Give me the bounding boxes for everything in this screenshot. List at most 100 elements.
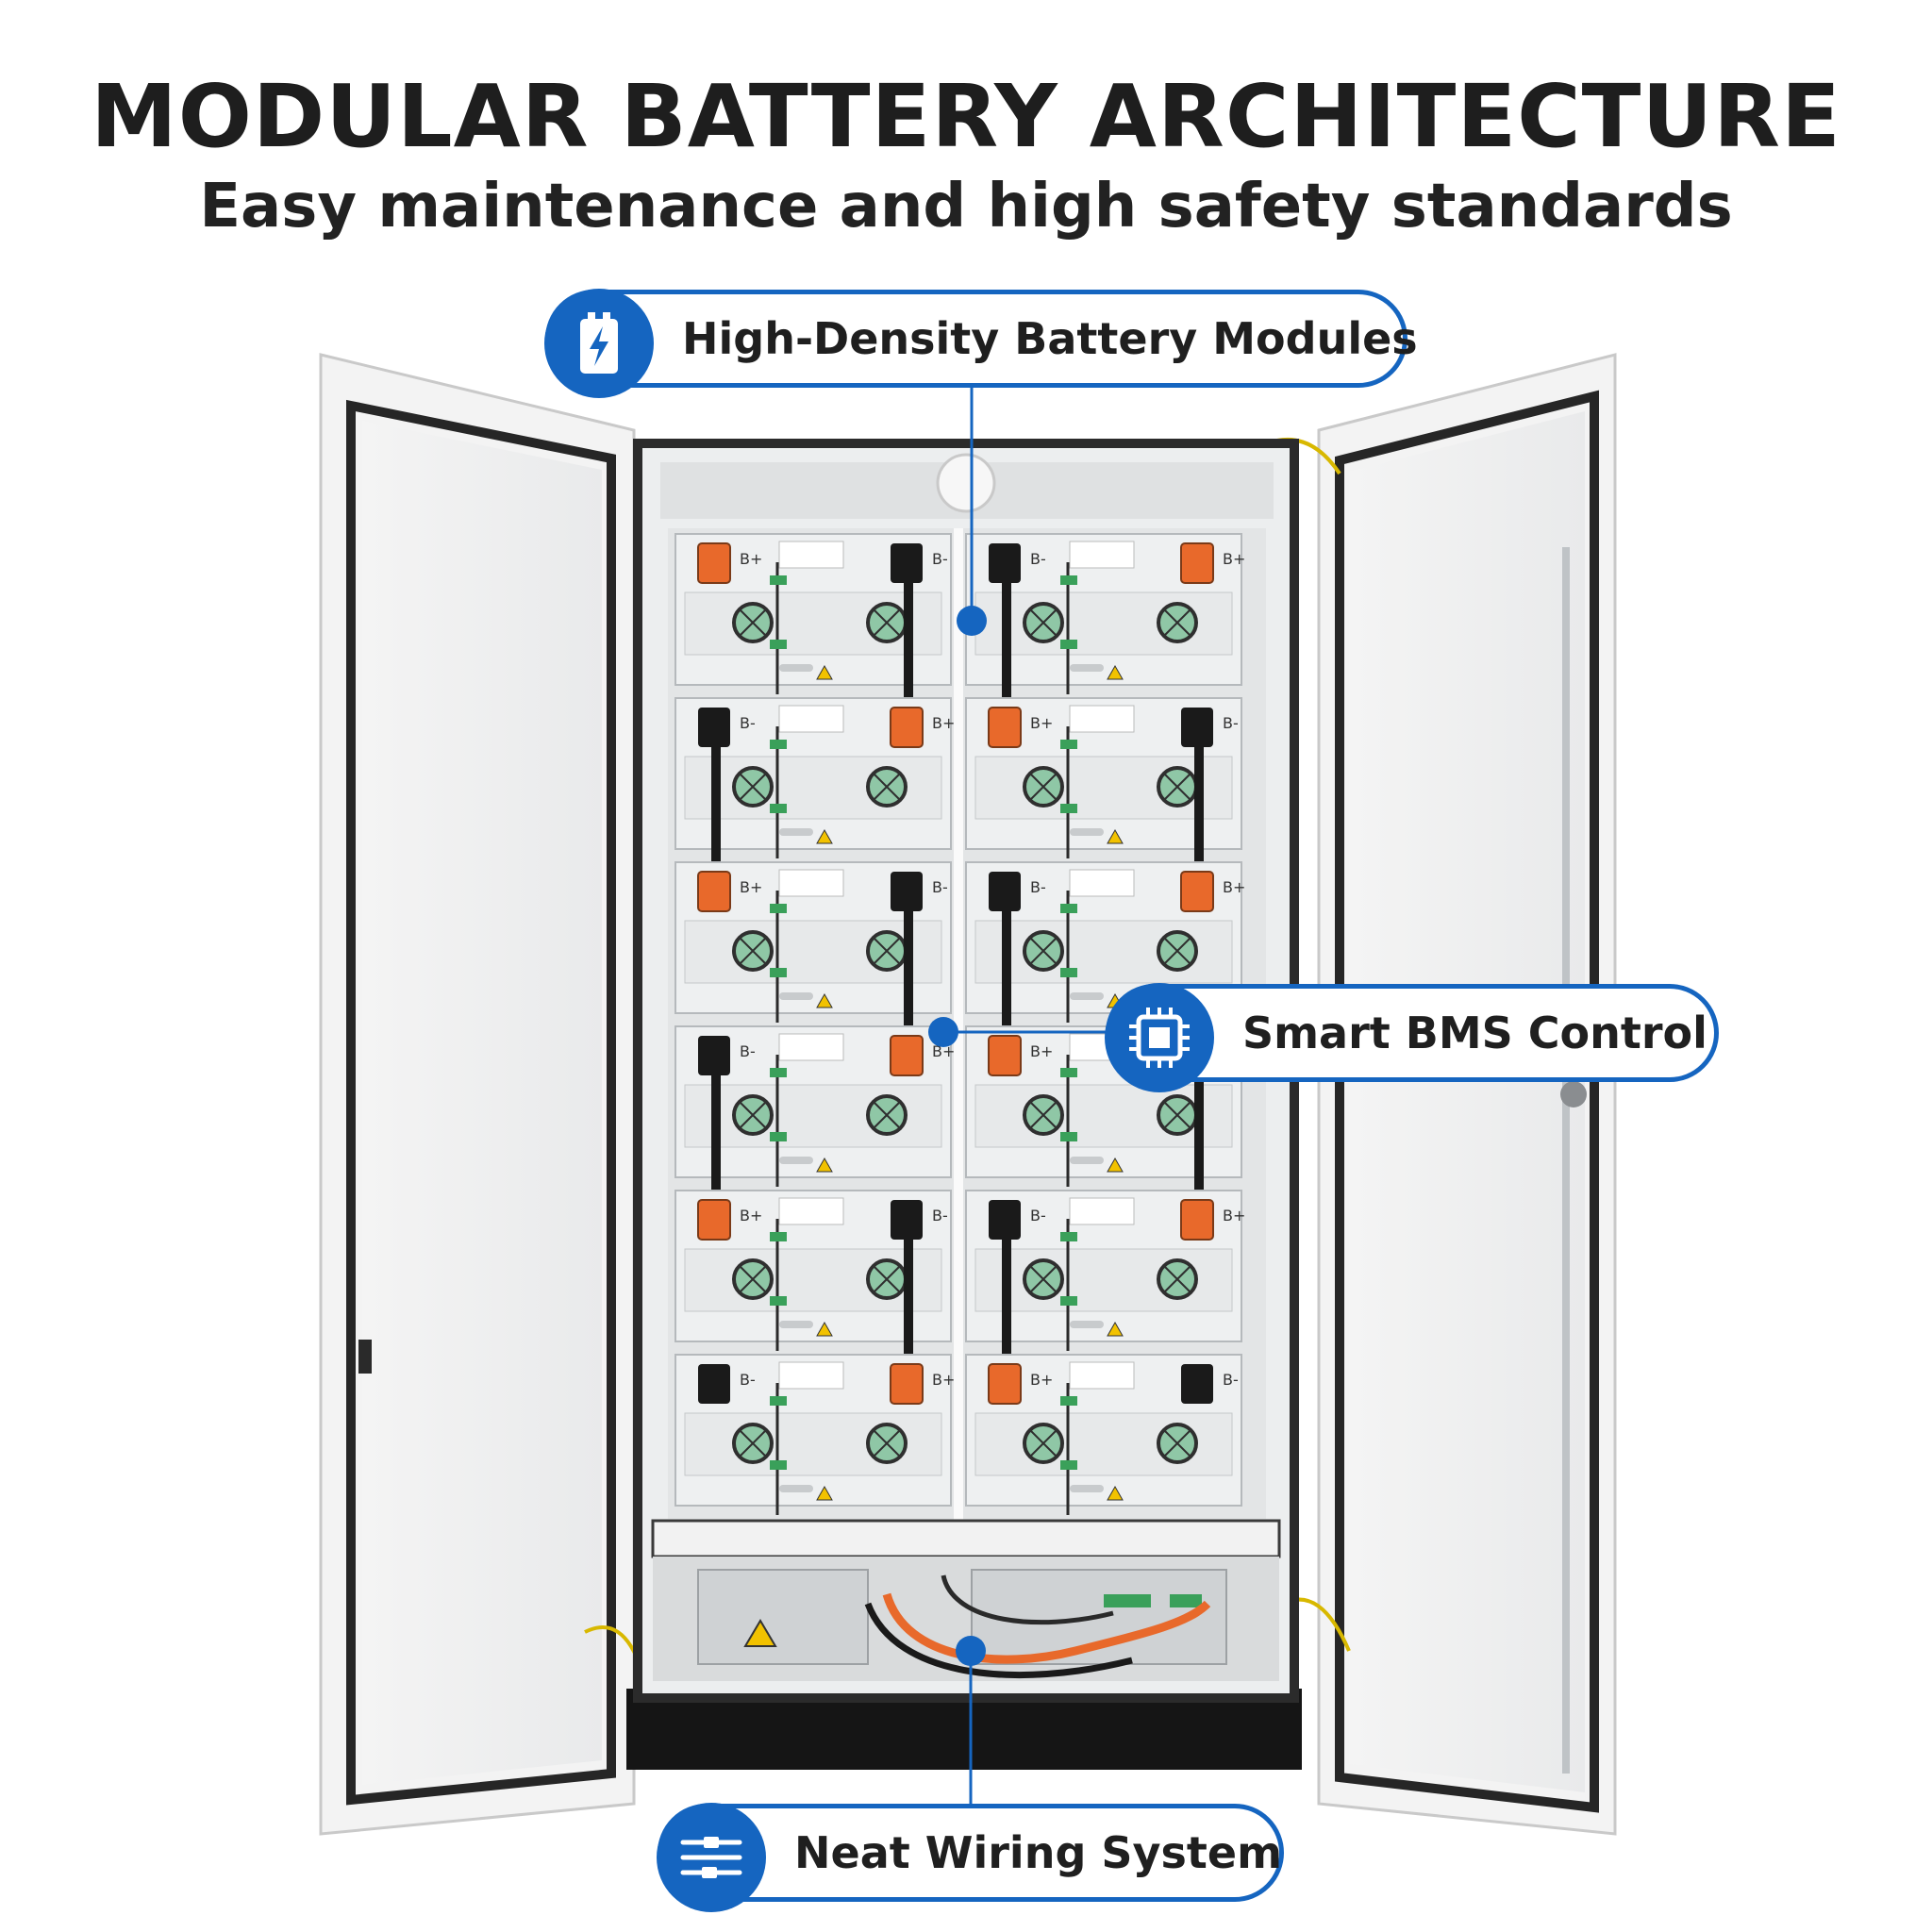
- module-handle: [779, 1157, 813, 1164]
- terminal-label-negative: B-: [932, 550, 948, 568]
- comm-port: [1060, 1068, 1077, 1077]
- module-handle: [1070, 828, 1104, 836]
- terminal-label-negative: B-: [932, 878, 948, 896]
- fan-grille: [740, 938, 766, 964]
- fan-grille: [1164, 1102, 1191, 1128]
- terminal-label-negative: B-: [932, 1207, 948, 1224]
- warning-icon: [816, 992, 833, 1008]
- terminal-label-positive: B+: [1223, 878, 1245, 896]
- fan-grille: [1030, 774, 1057, 800]
- main-title: MODULAR BATTERY ARCHITECTURE: [91, 66, 1841, 167]
- fan-grille: [874, 609, 900, 636]
- terminal-label-positive: B+: [740, 878, 762, 896]
- module-handle: [1070, 1321, 1104, 1328]
- sub-title: Easy maintenance and high safety standar…: [199, 172, 1733, 242]
- terminal-label-positive: B+: [1223, 1207, 1245, 1224]
- pcs-unit: [697, 1569, 869, 1665]
- fan-grille: [874, 774, 900, 800]
- connector-positive: [890, 707, 924, 748]
- warning-icon: [1107, 828, 1124, 844]
- module-spec-label: [1069, 1197, 1135, 1225]
- battery-module: B+B-: [675, 1354, 955, 1515]
- fan-grille: [1164, 938, 1191, 964]
- warning-icon: [743, 1619, 777, 1647]
- comm-port: [770, 575, 787, 585]
- comm-port: [770, 1132, 787, 1141]
- warning-icon: [1107, 1485, 1124, 1501]
- connector-positive: [890, 1363, 924, 1405]
- smoke-detector: [936, 453, 996, 513]
- connector-negative: [1181, 1364, 1213, 1404]
- fan-grille: [874, 1266, 900, 1292]
- terminal-label-positive: B+: [1030, 1042, 1053, 1060]
- module-handle: [1070, 1157, 1104, 1164]
- module-handle: [779, 1321, 813, 1328]
- left-door: [319, 353, 643, 1836]
- battery-module: B+ B-: [675, 533, 952, 719]
- connector-positive: [988, 707, 1022, 748]
- terminal-label-negative: B-: [1030, 550, 1046, 568]
- battery-module: B+B-: [965, 1190, 1245, 1375]
- cables-icon: [657, 1803, 766, 1912]
- terminal-label-positive: B+: [740, 550, 762, 568]
- callout-bms-control: Smart BMS Control: [1105, 983, 1719, 1092]
- comm-port: [770, 740, 787, 749]
- module-spec-label: [1069, 1361, 1135, 1390]
- fan-grille: [740, 1430, 766, 1457]
- series-bus-bar: [904, 1236, 913, 1375]
- connector-negative: [698, 1364, 730, 1404]
- comm-port: [770, 1396, 787, 1406]
- terminal-label-positive: B+: [740, 1207, 762, 1224]
- connector-positive: [988, 1363, 1022, 1405]
- terminal-label-negative: B-: [740, 1371, 756, 1389]
- fan-grille: [1030, 938, 1057, 964]
- connector-positive: [697, 542, 731, 584]
- connector-negative: [891, 872, 923, 911]
- connector-negative: [989, 872, 1021, 911]
- comm-port: [1060, 640, 1077, 649]
- callout-label-bms: Smart BMS Control: [1242, 1008, 1707, 1058]
- module-front-panel: [974, 756, 1233, 820]
- comm-port: [1060, 1460, 1077, 1470]
- connector-negative: [1181, 708, 1213, 747]
- fan-grille: [1030, 1266, 1057, 1292]
- signal-cable: [941, 1574, 1114, 1625]
- terminal-label-negative: B-: [740, 714, 756, 732]
- module-spec-label: [778, 1361, 844, 1390]
- terminal-label-positive: B+: [932, 714, 955, 732]
- series-bus-bar: [1194, 1072, 1204, 1211]
- fan-grille: [1164, 1266, 1191, 1292]
- series-bus-bar: [904, 908, 913, 1047]
- battery-bolt-icon: [544, 289, 654, 398]
- fan-grille: [1030, 609, 1057, 636]
- comm-port: [770, 1068, 787, 1077]
- series-bus-bar: [1194, 743, 1204, 883]
- module-handle: [779, 992, 813, 1000]
- warning-icon: [816, 1485, 833, 1501]
- module-handle: [1070, 1485, 1104, 1492]
- battery-module-stacks: B+B-B+B-B+B-B+B-B+B-B+B-B+B-B+B-B+B-B+B-…: [675, 533, 1245, 1515]
- module-spec-label: [778, 1197, 844, 1225]
- series-bus-bar: [1002, 908, 1011, 1047]
- connector-positive: [697, 1199, 731, 1241]
- fan-grille: [740, 1266, 766, 1292]
- fan-grille: [1030, 1430, 1057, 1457]
- leader-lines: [928, 388, 1106, 1804]
- comm-port: [770, 640, 787, 649]
- fan-grille: [874, 1102, 900, 1128]
- fan-grille: [1164, 774, 1191, 800]
- module-spec-label: [778, 541, 844, 569]
- module-handle: [779, 1485, 813, 1492]
- module-handle: [779, 664, 813, 672]
- module-handle: [1070, 992, 1104, 1000]
- right-door: [1243, 353, 1617, 1836]
- fan-grille: [874, 938, 900, 964]
- connector-negative: [989, 1200, 1021, 1240]
- comm-port: [1060, 904, 1077, 913]
- module-spec-label: [1069, 541, 1135, 569]
- fan-grille: [740, 1102, 766, 1128]
- battery-module: B+B-: [965, 1354, 1242, 1515]
- fan-grille: [740, 774, 766, 800]
- battery-module: B+ B-: [675, 861, 952, 1047]
- comm-port: [1060, 575, 1077, 585]
